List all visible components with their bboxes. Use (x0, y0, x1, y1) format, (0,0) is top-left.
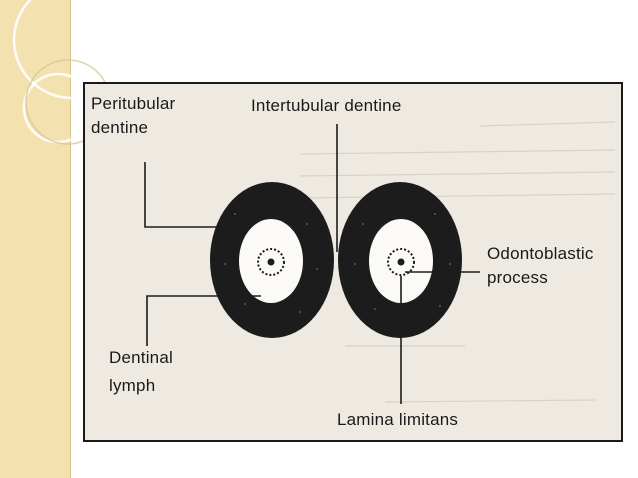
dentine-tubule-figure: Peritubular dentine Intertubular dentine… (83, 82, 623, 442)
dentinal-lymph-leader (146, 295, 261, 346)
label-dentinal-line1: Dentinal (109, 348, 173, 367)
label-odontoblastic-line1: Odontoblastic (487, 244, 594, 263)
label-dentinal-line2: lymph (109, 376, 156, 395)
label-intertubular: Intertubular dentine (251, 96, 402, 115)
label-peritubular-line2: dentine (91, 118, 149, 137)
label-peritubular-line1: Peritubular (91, 94, 176, 113)
peritubular-leader (144, 162, 225, 228)
label-odontoblastic-line2: process (487, 268, 548, 287)
tubule-diagram (144, 121, 616, 404)
left-odontoblastic-process (267, 258, 275, 266)
left-lamina-ring (257, 248, 285, 276)
slide-side-band (0, 0, 71, 478)
right-odontoblastic-process (397, 258, 405, 266)
right-lamina-ring (387, 248, 415, 276)
label-lamina-limitans: Lamina limitans (337, 410, 459, 429)
